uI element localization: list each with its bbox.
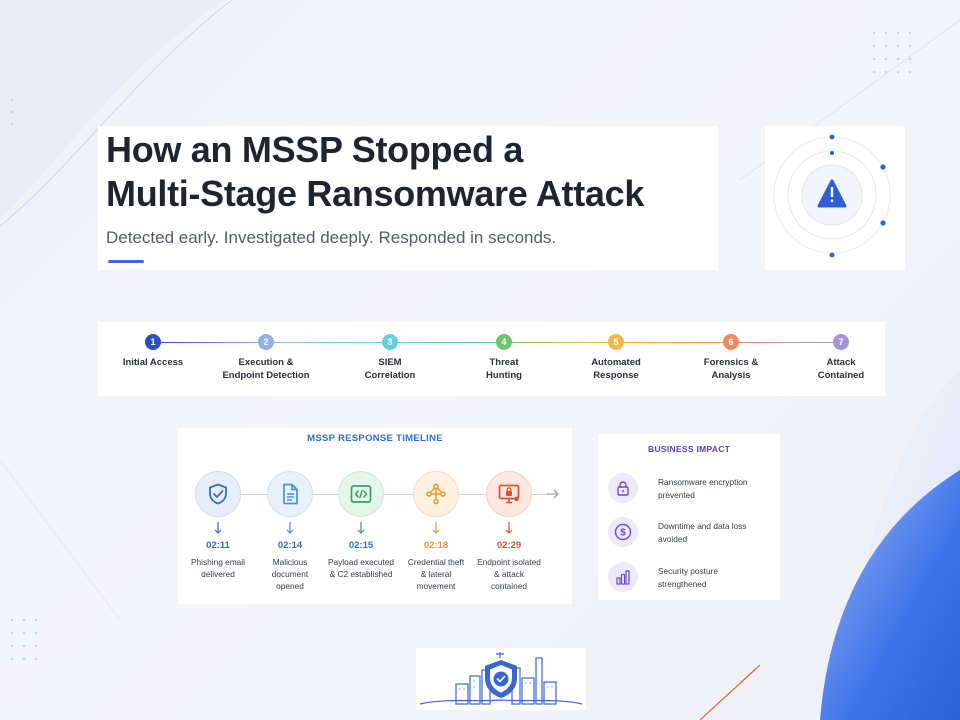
- timeline-title: MSSP RESPONSE TIMELINE: [307, 433, 443, 444]
- impact-text: Downtime and data loss avoided: [658, 521, 747, 544]
- shield-check-icon: [485, 660, 517, 698]
- timeline-event: 02:15 Payload executed & C2 established: [324, 471, 398, 580]
- stage-connector: [504, 342, 616, 343]
- stage-label: Automated Response: [591, 357, 641, 381]
- attack-stages-strip: 1 Initial Access 2 Execution & Endpoint …: [98, 322, 885, 396]
- event-time: 02:29: [496, 540, 522, 551]
- network-icon: [426, 483, 446, 505]
- stage-execution: 2 Execution & Endpoint Detection: [211, 334, 321, 382]
- stage-siem-correlation: 3 SIEM Correlation: [335, 334, 445, 382]
- arrow-down-icon: [505, 522, 513, 534]
- stage-connector: [390, 342, 504, 343]
- alert-radar-graphic: [773, 134, 891, 258]
- event-description: Phishing email delivered: [191, 557, 245, 579]
- event-icon-circle: [338, 471, 384, 517]
- response-timeline-card: MSSP RESPONSE TIMELINE 02:11 Phishing em…: [178, 428, 572, 604]
- stage-number: 5: [608, 334, 624, 350]
- timeline-event: 02:14 Malicious document opened: [253, 471, 327, 592]
- timeline-event: 02:18 Credential theft & lateral movemen…: [399, 471, 473, 592]
- event-time: 02:15: [348, 540, 374, 551]
- stage-automated-response: 5 Automated Response: [561, 334, 671, 382]
- arrow-right-icon: [547, 489, 559, 499]
- stage-connector: [731, 342, 841, 343]
- city-shield-card: [416, 648, 586, 710]
- locked-monitor-icon: [498, 484, 520, 504]
- shield-check-icon: [209, 483, 227, 505]
- stage-number: 2: [258, 334, 274, 350]
- stage-label: Initial Access: [122, 357, 184, 368]
- impact-item: Security posture strengthened: [608, 561, 776, 593]
- alert-radar-card: [765, 126, 905, 270]
- impact-item: $ Downtime and data loss avoided: [608, 516, 776, 548]
- event-icon-circle: [413, 471, 459, 517]
- stage-connector: [616, 342, 731, 343]
- event-description: Endpoint isolated & attack contained: [477, 557, 541, 591]
- arrow-down-icon: [286, 522, 294, 534]
- impact-text: Security posture strengthened: [658, 566, 718, 589]
- code-icon: [350, 485, 372, 503]
- dollar-icon: $: [608, 517, 638, 547]
- impact-text: Ransomware encryption prevented: [658, 477, 748, 500]
- lock-icon: [608, 473, 638, 503]
- document-icon: [283, 483, 298, 505]
- impact-title: BUSINESS IMPACT: [648, 444, 731, 454]
- arrow-down-icon: [357, 522, 365, 534]
- event-time: 02:14: [277, 540, 303, 551]
- event-description: Malicious document opened: [271, 557, 309, 591]
- stage-connector: [153, 342, 266, 343]
- bar-chart-icon: [608, 562, 638, 592]
- stage-threat-hunting: 4 Threat Hunting: [449, 334, 559, 382]
- title-card: How an MSSP Stopped a Multi-Stage Ransom…: [98, 126, 718, 270]
- stage-number: 7: [833, 334, 849, 350]
- arrow-down-icon: [214, 522, 222, 534]
- event-icon-circle: [486, 471, 532, 517]
- stage-forensics: 6 Forensics & Analysis: [676, 334, 786, 382]
- event-time: 02:18: [423, 540, 449, 551]
- stage-number: 4: [496, 334, 512, 350]
- stage-label: Threat Hunting: [486, 357, 522, 381]
- event-description: Credential theft & lateral movement: [407, 557, 465, 591]
- stage-number: 1: [145, 334, 161, 350]
- event-time: 02:11: [206, 540, 230, 551]
- svg-text:$: $: [620, 528, 626, 539]
- stage-label: Forensics & Analysis: [703, 357, 759, 381]
- stage-number: 6: [723, 334, 739, 350]
- business-impact-card: BUSINESS IMPACT Ransomware encryption pr…: [598, 434, 780, 600]
- stage-label: SIEM Correlation: [364, 357, 416, 381]
- event-description: Payload executed & C2 established: [328, 557, 394, 579]
- impact-item: Ransomware encryption prevented: [608, 472, 776, 504]
- event-icon-circle: [195, 471, 241, 517]
- page-title-line2: Multi-Stage Ransomware Attack: [106, 173, 645, 214]
- arrow-down-icon: [432, 522, 440, 534]
- warning-icon: [817, 179, 847, 208]
- timeline-event: 02:11 Phishing email delivered: [181, 471, 255, 580]
- stage-number: 3: [382, 334, 398, 350]
- page-subtitle: Detected early. Investigated deeply. Res…: [106, 228, 557, 247]
- timeline-event: 02:29 Endpoint isolated & attack contain…: [472, 471, 546, 592]
- event-icon-circle: [267, 471, 313, 517]
- stage-label: Execution & Endpoint Detection: [222, 357, 310, 381]
- stage-label: Attack Contained: [817, 357, 865, 381]
- stage-initial-access: 1 Initial Access: [98, 334, 208, 369]
- page-title-line1: How an MSSP Stopped a: [106, 129, 524, 170]
- stage-attack-contained: 7 Attack Contained: [786, 334, 896, 382]
- title-accent-bar: [108, 260, 144, 263]
- city-shield-illustration: [419, 652, 583, 705]
- stage-connector: [266, 342, 390, 343]
